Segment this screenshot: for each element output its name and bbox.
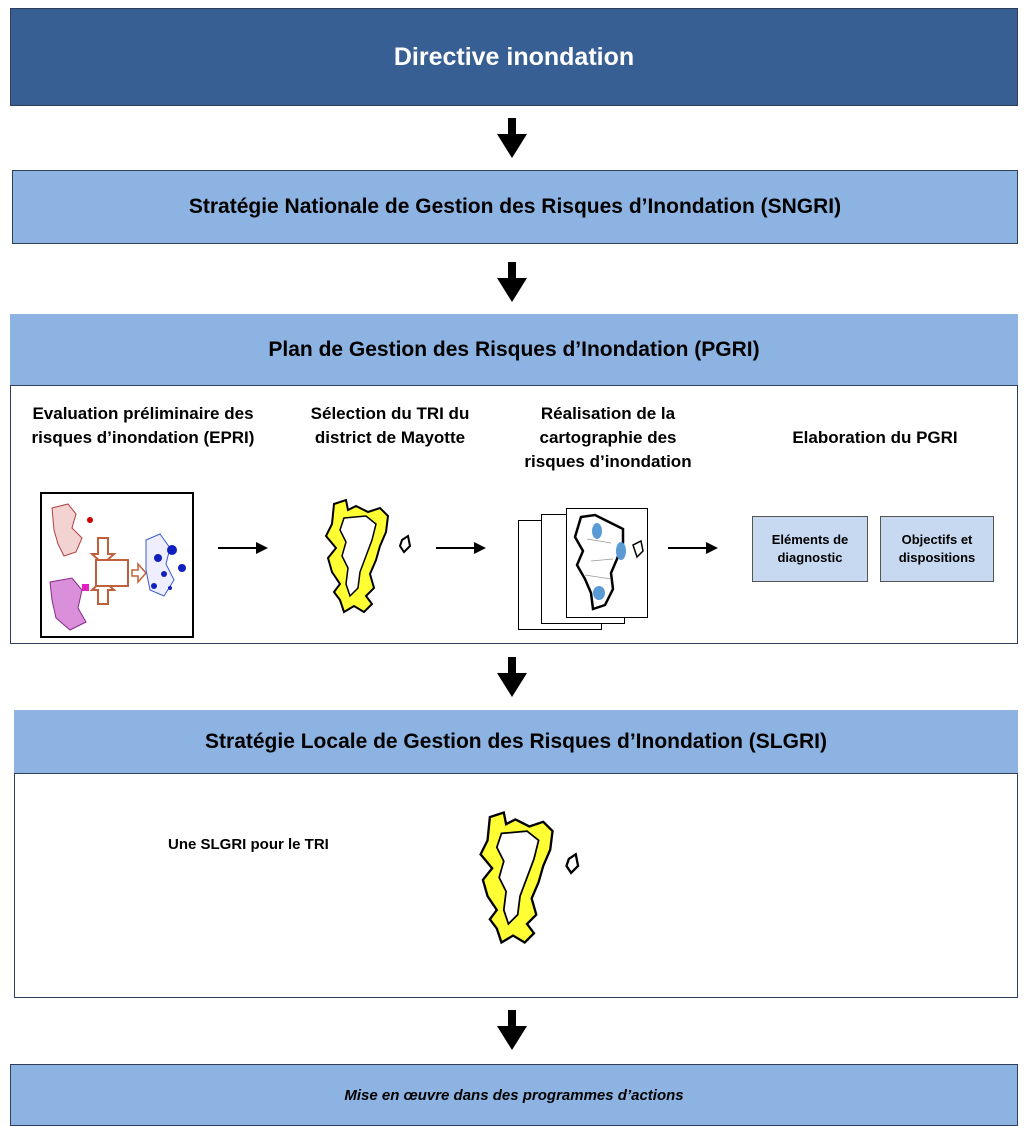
step-tri-label: Sélection du TRI du district de Mayotte <box>310 404 470 447</box>
directive-header: Directive inondation <box>10 8 1018 106</box>
mayotte-tri-map-icon <box>324 498 412 614</box>
right-arrow-icon <box>436 542 486 554</box>
step-epri-label: Evaluation préliminaire des risques d’in… <box>31 404 255 447</box>
down-arrow-icon <box>497 1010 527 1050</box>
diagnostic-elements-label: Eléments de diagnostic <box>771 532 849 565</box>
down-arrow-icon <box>497 262 527 302</box>
pgri-title: Plan de Gestion des Risques d’Inondation… <box>268 337 760 361</box>
down-arrow-icon <box>497 657 527 697</box>
diagnostic-elements-box: Eléments de diagnostic <box>752 516 868 582</box>
sngri-title: Stratégie Nationale de Gestion des Risqu… <box>188 195 842 218</box>
step-cartography-label: Réalisation de la cartographie des risqu… <box>524 404 692 471</box>
right-arrow-icon <box>668 542 718 554</box>
map-sheet-front <box>566 508 648 618</box>
actions-box: Mise en œuvre dans des programmes d’acti… <box>10 1064 1018 1126</box>
sngri-box: Stratégie Nationale de Gestion des Risqu… <box>12 170 1018 244</box>
pgri-header: Plan de Gestion des Risques d’Inondation… <box>10 314 1018 386</box>
slgri-text: Une SLGRI pour le TRI <box>168 836 329 853</box>
step-pgri-label: Elaboration du PGRI <box>792 428 958 447</box>
down-arrow-icon <box>497 118 527 158</box>
objectives-label: Objectifs et dispositions <box>898 532 976 565</box>
slgri-header: Stratégie Locale de Gestion des Risques … <box>14 710 1018 774</box>
directive-title: Directive inondation <box>393 42 635 71</box>
right-arrow-icon <box>218 542 268 554</box>
slgri-title: Stratégie Locale de Gestion des Risques … <box>205 729 827 753</box>
epri-map-icon <box>49 503 186 631</box>
mayotte-slgri-map-icon <box>479 811 580 945</box>
flood-map-icon <box>573 513 644 611</box>
epri-thumbnail <box>40 492 194 638</box>
objectives-box: Objectifs et dispositions <box>880 516 994 582</box>
actions-label: Mise en œuvre dans des programmes d’acti… <box>344 1086 684 1104</box>
